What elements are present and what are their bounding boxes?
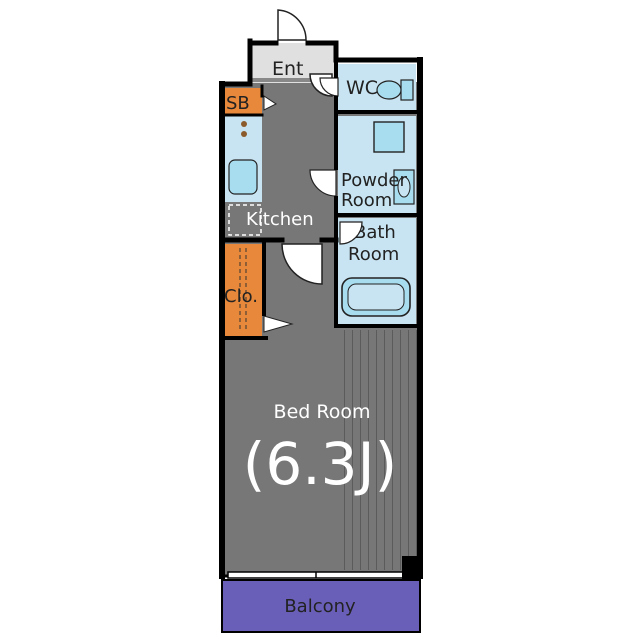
balcony-label: Balcony xyxy=(284,596,356,617)
bathtub-inner xyxy=(347,283,405,311)
sink-icon xyxy=(397,176,411,198)
bedroom-door xyxy=(281,243,323,285)
bath-label-2: Room xyxy=(348,244,399,265)
washer-icon xyxy=(373,121,405,153)
powder-label-1: Powder xyxy=(341,170,407,191)
toilet-bowl-icon xyxy=(376,80,402,100)
wc-label: WC xyxy=(346,77,378,99)
shoe-box xyxy=(224,88,262,114)
entrance-step xyxy=(252,78,332,82)
bedroom-size-label: (6.3J) xyxy=(243,430,398,498)
kitchen-label: Kitchen xyxy=(246,209,314,230)
bedroom-hatch xyxy=(338,330,418,570)
wc-door xyxy=(319,77,339,97)
fridge-space xyxy=(228,204,262,236)
toilet-tank xyxy=(400,79,414,101)
stove-burner-2 xyxy=(241,131,247,137)
stove-burner-1 xyxy=(241,121,247,127)
powder-label-2: Room xyxy=(341,190,392,211)
closet xyxy=(224,244,262,336)
closet-door xyxy=(263,315,294,333)
pillar xyxy=(402,556,420,586)
bedroom-label: Bed Room xyxy=(274,401,371,423)
powder-door xyxy=(309,169,337,197)
entrance-label: Ent xyxy=(272,58,304,80)
kitchen-sink-icon xyxy=(228,159,258,195)
shoe-box-door xyxy=(263,95,277,111)
balcony xyxy=(221,579,421,633)
bath-door xyxy=(339,221,363,245)
entrance-door xyxy=(277,9,307,41)
shoe-box-label: SB xyxy=(226,93,250,114)
closet-label: Clo. xyxy=(224,286,258,307)
bath-label-1: Bath xyxy=(354,222,396,243)
